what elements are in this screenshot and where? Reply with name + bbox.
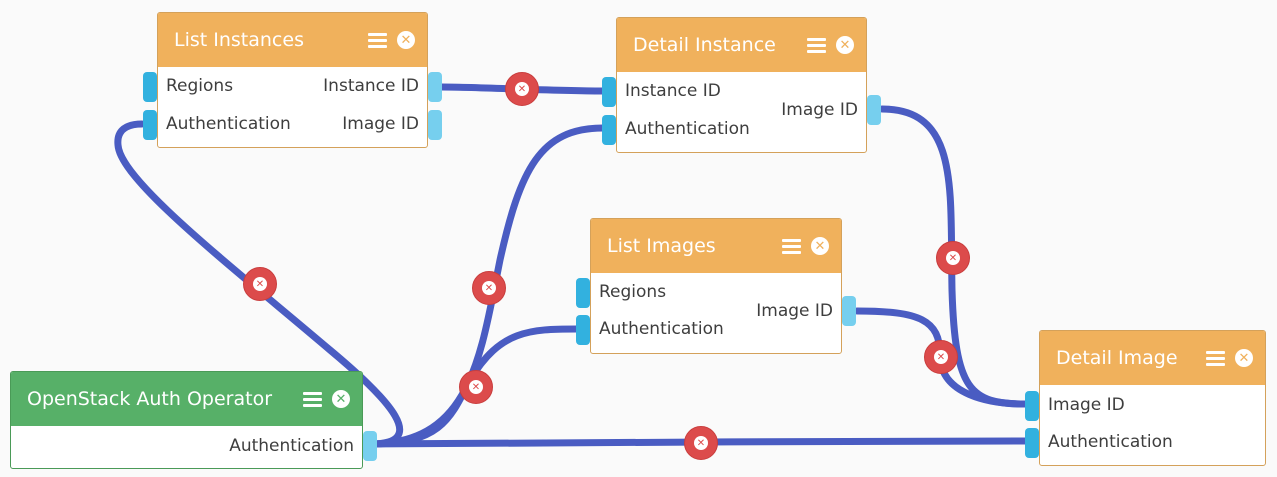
delete-connection-icon[interactable]: ✕: [936, 241, 970, 275]
input-port-authentication[interactable]: [602, 115, 616, 145]
menu-icon[interactable]: [368, 32, 387, 48]
delete-connection-icon[interactable]: ✕: [459, 370, 493, 404]
close-icon[interactable]: ✕: [397, 31, 415, 49]
input-label-instance-id: Instance ID: [625, 81, 721, 101]
input-label-regions: Regions: [599, 282, 667, 302]
input-label-authentication: Authentication: [599, 319, 724, 339]
close-icon[interactable]: ✕: [332, 390, 350, 408]
delete-connection-icon[interactable]: ✕: [505, 72, 539, 106]
node-list-instances[interactable]: List Instances ✕ Regions Authentication …: [143, 12, 442, 148]
input-label-image-id: Image ID: [1048, 395, 1125, 415]
menu-icon[interactable]: [1206, 350, 1225, 366]
menu-icon[interactable]: [303, 391, 322, 407]
close-icon[interactable]: ✕: [1235, 349, 1253, 367]
input-label-authentication: Authentication: [625, 119, 750, 139]
menu-icon[interactable]: [782, 238, 801, 254]
node-detail-instance[interactable]: Detail Instance ✕ Instance ID Authentica…: [602, 17, 881, 153]
node-title: List Images: [607, 235, 716, 257]
output-label-instance-id: Instance ID: [323, 76, 419, 96]
node-title: OpenStack Auth Operator: [27, 388, 273, 410]
input-label-regions: Regions: [166, 76, 234, 96]
input-port-image-id[interactable]: [1025, 391, 1039, 421]
input-label-authentication: Authentication: [166, 114, 291, 134]
output-label-image-id: Image ID: [756, 301, 833, 321]
wire-auth-list-instances: [114, 120, 404, 448]
node-title: Detail Image: [1056, 347, 1178, 369]
node-list-images[interactable]: List Images ✕ Regions Authentication Ima…: [576, 218, 856, 354]
node-title: Detail Instance: [633, 34, 776, 56]
node-header[interactable]: List Instances ✕: [158, 13, 427, 67]
node-title: List Instances: [174, 29, 304, 51]
output-port-image-id[interactable]: [428, 110, 442, 140]
input-port-instance-id[interactable]: [602, 77, 616, 107]
output-label-authentication: Authentication: [229, 436, 354, 456]
delete-connection-icon[interactable]: ✕: [472, 271, 506, 305]
node-detail-image[interactable]: Detail Image ✕ Image ID Authentication: [1025, 330, 1266, 466]
input-label-authentication: Authentication: [1048, 432, 1173, 452]
input-port-authentication[interactable]: [143, 110, 157, 140]
node-header[interactable]: List Images ✕: [591, 219, 841, 273]
delete-connection-icon[interactable]: ✕: [684, 426, 718, 460]
output-port-authentication[interactable]: [363, 431, 377, 461]
input-port-authentication[interactable]: [1025, 428, 1039, 458]
node-header[interactable]: OpenStack Auth Operator ✕: [11, 372, 362, 426]
delete-connection-icon[interactable]: ✕: [243, 267, 277, 301]
close-icon[interactable]: ✕: [811, 237, 829, 255]
output-port-image-id[interactable]: [842, 296, 856, 326]
input-port-regions[interactable]: [143, 72, 157, 102]
output-label-image-id: Image ID: [342, 114, 419, 134]
input-port-authentication[interactable]: [576, 315, 590, 345]
node-header[interactable]: Detail Instance ✕: [617, 18, 866, 72]
menu-icon[interactable]: [807, 37, 826, 53]
node-header[interactable]: Detail Image ✕: [1040, 331, 1265, 385]
output-port-image-id[interactable]: [867, 95, 881, 125]
node-openstack-auth-operator[interactable]: OpenStack Auth Operator ✕ Authentication: [10, 371, 377, 469]
output-port-instance-id[interactable]: [428, 72, 442, 102]
output-label-image-id: Image ID: [781, 100, 858, 120]
delete-connection-icon[interactable]: ✕: [924, 340, 958, 374]
close-icon[interactable]: ✕: [836, 36, 854, 54]
input-port-regions[interactable]: [576, 278, 590, 308]
